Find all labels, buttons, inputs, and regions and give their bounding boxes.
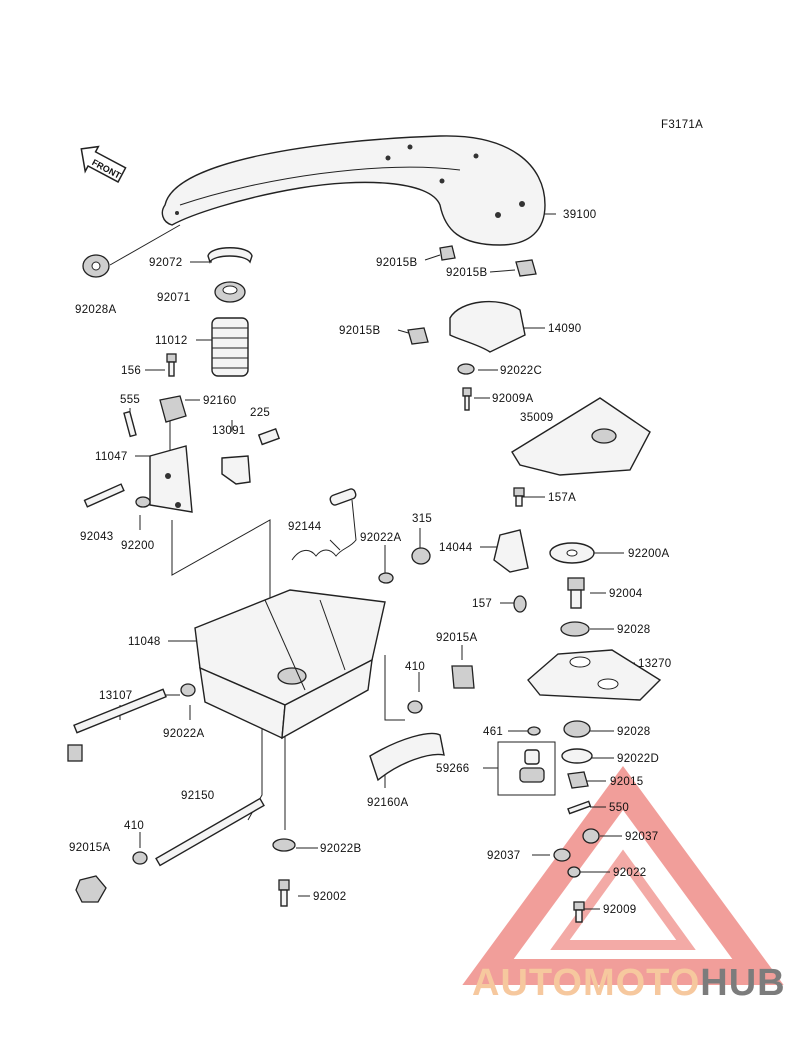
- part-label: 11012: [155, 335, 188, 347]
- part-label: 92200A: [628, 548, 669, 560]
- front-arrow-icon: FRONT: [80, 145, 127, 183]
- right-parts: [407, 245, 662, 923]
- part-label: 225: [250, 407, 270, 419]
- part-label: 92037: [625, 831, 658, 843]
- part-label: 14090: [548, 323, 581, 335]
- part-label: 35009: [520, 412, 553, 424]
- part-label: 92200: [121, 540, 154, 552]
- part-label: 315: [412, 513, 432, 525]
- watermark-text-b: HUB: [700, 962, 786, 1004]
- part-label: 92028: [617, 624, 650, 636]
- part-label: 410: [405, 661, 425, 673]
- part-label: 92022C: [500, 365, 542, 377]
- part-label: 92037: [487, 850, 520, 862]
- left-parts: [82, 247, 357, 561]
- part-label: 92002: [313, 891, 346, 903]
- part-label: 13091: [212, 425, 245, 437]
- battery-box-part: [194, 589, 386, 740]
- part-label: 92015A: [436, 632, 477, 644]
- figure-code: F3171A: [661, 119, 703, 131]
- part-label: 92009: [603, 904, 636, 916]
- center-hardware: [67, 547, 475, 907]
- part-label: 92015B: [446, 267, 487, 279]
- part-label: 92028: [617, 726, 650, 738]
- part-label: 92009A: [492, 393, 533, 405]
- part-label: 14044: [439, 542, 473, 554]
- part-label: 92022A: [360, 532, 401, 544]
- part-label: 39100: [563, 209, 596, 221]
- part-label: 92015B: [376, 257, 417, 269]
- part-label: 92028A: [75, 304, 116, 316]
- watermark-text-a: AUTOMOTO: [472, 962, 701, 1004]
- watermark-logo: AUTOMOTOHUB: [472, 962, 800, 1005]
- part-label: 156: [121, 365, 141, 377]
- part-labels: 39100 92028A 92072 92071 11012 156 555 9…: [69, 209, 671, 916]
- part-label: 92043: [80, 531, 113, 543]
- part-label: 92150: [181, 790, 214, 802]
- part-label: 92071: [157, 292, 190, 304]
- part-label: 92015: [610, 776, 643, 788]
- part-label: 92015A: [69, 842, 110, 854]
- part-label: 550: [609, 802, 629, 814]
- part-label: 92072: [149, 257, 182, 269]
- part-label: 92015B: [339, 325, 380, 337]
- part-label: 92022: [613, 867, 646, 879]
- part-label: 92004: [609, 588, 643, 600]
- part-label: 11047: [95, 451, 128, 463]
- watermark-triangle-icon: [462, 766, 784, 985]
- part-label: 410: [124, 820, 144, 832]
- part-label: 157A: [548, 492, 576, 504]
- part-label: 461: [483, 726, 503, 738]
- part-label: 92022A: [163, 728, 204, 740]
- part-label: 13270: [638, 658, 671, 670]
- part-label: 92160A: [367, 797, 408, 809]
- part-label: 11048: [128, 636, 161, 648]
- part-label: 555: [120, 394, 140, 406]
- part-label: 13107: [99, 690, 132, 702]
- part-label: 59266: [436, 763, 469, 775]
- part-label: 92144: [288, 521, 322, 533]
- part-label: 92160: [203, 395, 236, 407]
- part-label: 92022B: [320, 843, 361, 855]
- part-label: 157: [472, 598, 492, 610]
- rear-fender-part: [161, 135, 546, 246]
- part-label: 92022D: [617, 753, 659, 765]
